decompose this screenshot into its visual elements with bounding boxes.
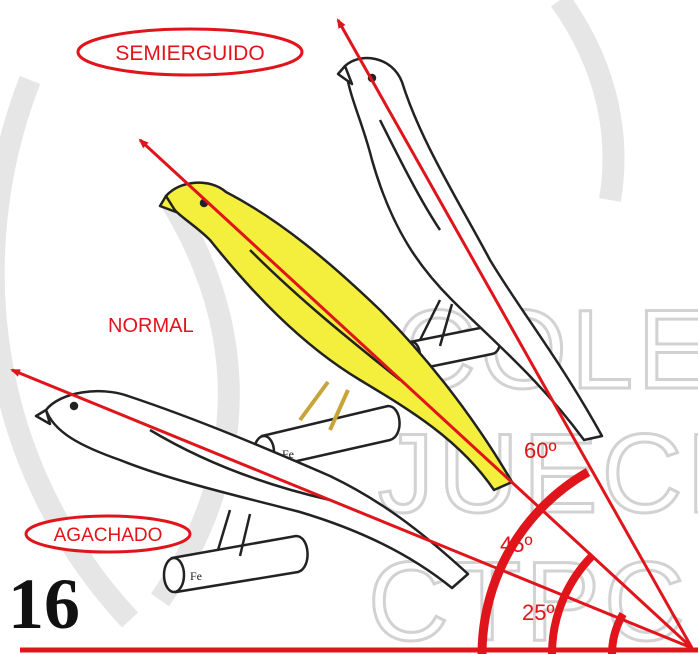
svg-text:SEMIERGUIDO: SEMIERGUIDO — [115, 42, 264, 65]
svg-text:Fe: Fe — [190, 569, 202, 583]
angle-label-45: 45º — [500, 532, 533, 557]
svg-text:AGACHADO: AGACHADO — [54, 525, 163, 546]
label-normal: NORMAL — [108, 315, 194, 337]
angle-label-25: 25º — [522, 600, 555, 625]
label-agachado: AGACHADO — [26, 516, 190, 552]
angle-label-60: 60º — [524, 438, 557, 463]
plate-number: 16 — [8, 564, 80, 644]
label-semierguido: SEMIERGUIDO — [78, 29, 302, 75]
